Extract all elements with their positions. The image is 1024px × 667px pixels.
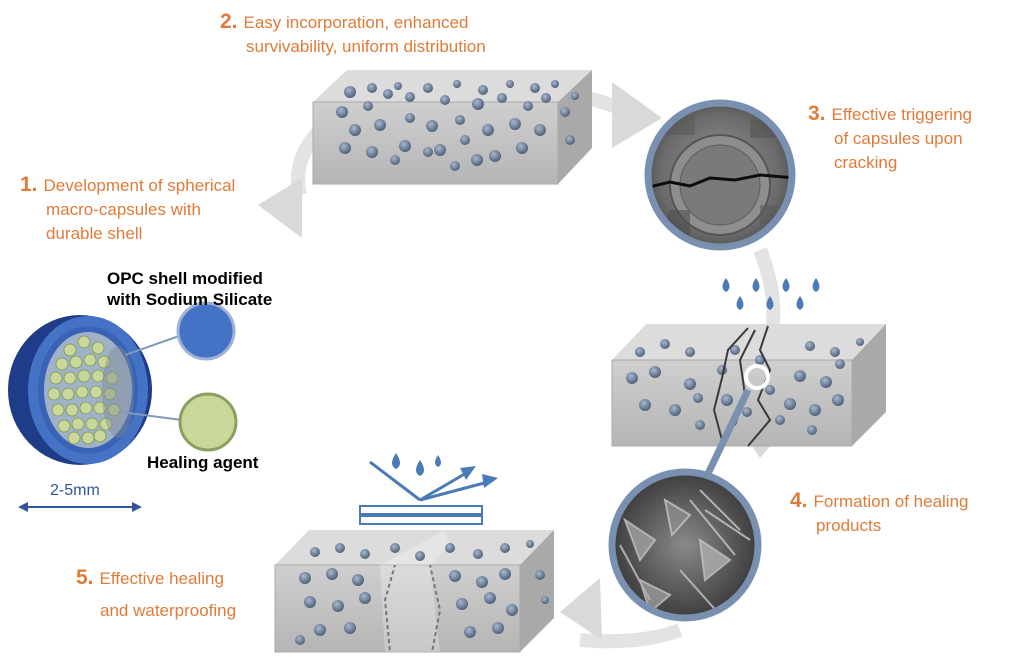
step-1-line-3: durable shell <box>46 224 143 243</box>
water-drops-block-4 <box>722 278 820 310</box>
concrete-block-5 <box>274 530 554 653</box>
step-3-number: 3. <box>808 102 826 125</box>
step-5-line-2: and waterproofing <box>100 601 237 620</box>
step-5-label: 5. Effective healing and waterproofing <box>76 562 236 627</box>
cracked-capsule-micrograph <box>644 99 796 251</box>
step-1-line-2: macro-capsules with <box>46 200 201 219</box>
concrete-block-2 <box>312 70 592 185</box>
shell-label-line-2: with Sodium Silicate <box>107 290 273 309</box>
cycle-arc-4-to-5 <box>579 623 683 649</box>
agent-legend-swatch <box>178 392 238 452</box>
waterproof-layer <box>359 460 498 525</box>
step-5-line-1: Effective healing <box>99 569 224 588</box>
step-2-label: 2. Easy incorporation, enhanced survivabi… <box>220 10 486 59</box>
healing-agent-label: Healing agent <box>147 453 259 472</box>
capsules-block-5 <box>295 540 549 645</box>
step-2-number: 2. <box>220 10 238 33</box>
cycle-arrowhead-4 <box>560 578 602 640</box>
step-4-line-2: products <box>816 516 882 535</box>
capsules-block-4 <box>626 338 864 435</box>
step-1-label: 1. Development of spherical macro-capsule… <box>20 173 235 246</box>
shell-label: OPC shell modified with Sodium Silicate <box>107 268 272 310</box>
shell-legend-swatch <box>176 301 236 361</box>
healing-agent-particles <box>47 335 121 445</box>
step-2-line-2: survivability, uniform distribution <box>246 37 486 56</box>
step-4-line-1: Formation of healing <box>813 492 969 511</box>
step-4-label: 4. Formation of healing products <box>790 489 969 538</box>
healed-crack <box>383 565 442 652</box>
step-5-number: 5. <box>76 566 94 589</box>
step-4-number: 4. <box>790 489 808 512</box>
capsules-block-2 <box>336 80 579 171</box>
cycle-arrowhead-2 <box>612 82 662 148</box>
step-1-number: 1. <box>20 173 38 196</box>
zoom-ring <box>744 364 770 390</box>
step-3-label: 3.Effective triggering of capsules upon … <box>808 102 972 175</box>
concrete-block-4 <box>611 324 886 447</box>
cycle-arrowhead-1 <box>258 178 302 238</box>
step-2-line-1: Easy incorporation, enhanced <box>243 13 469 32</box>
step-3-line-3: cracking <box>834 153 898 172</box>
step-3-line-2: of capsules upon <box>834 129 963 148</box>
capsule-cross-section <box>8 301 238 512</box>
shell-label-line-1: OPC shell modified <box>107 269 263 288</box>
healing-products-micrograph <box>608 468 762 622</box>
zoom-connector <box>701 388 752 482</box>
water-drops-block-5 <box>392 453 441 476</box>
step-1-line-1: Development of spherical <box>43 176 236 195</box>
step-3-line-1: Effective triggering <box>831 105 972 124</box>
size-label: 2-5mm <box>50 482 100 499</box>
